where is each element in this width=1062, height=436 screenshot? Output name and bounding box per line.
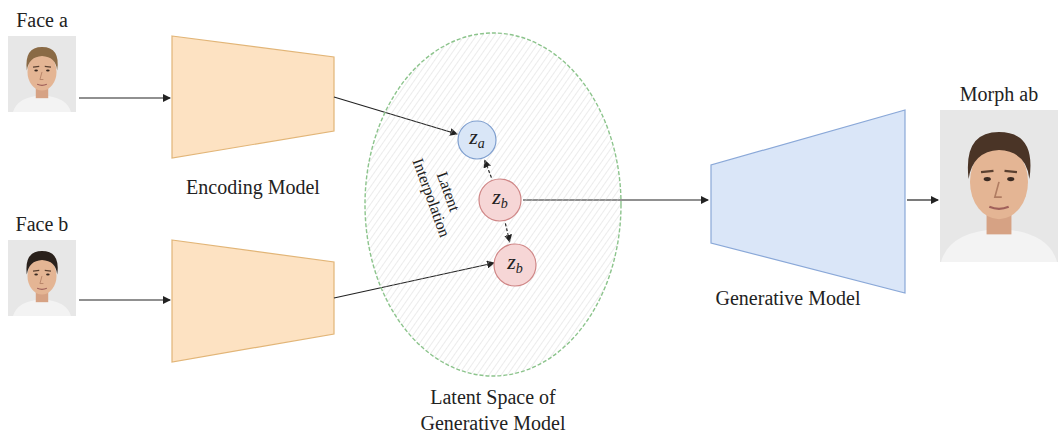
face-image: Face b: [8, 240, 76, 316]
generator-trapezoid: Generative Model: [710, 106, 906, 294]
latent-code-circle: zb: [493, 243, 537, 287]
image-heading: Face a: [16, 8, 68, 32]
face-image: Face a: [8, 36, 76, 112]
encoder-trapezoid: [172, 240, 334, 362]
morph-image: Morph ab: [940, 110, 1058, 262]
latent-space-ellipse: Latent Space of Generative Modelzazbzb: [363, 31, 623, 378]
flow-arrow: [907, 199, 938, 200]
image-heading: Morph ab: [960, 82, 1038, 106]
latent-code-circle: zb: [478, 178, 522, 222]
face-drawing: [940, 110, 1058, 262]
image-heading: Face b: [16, 212, 69, 236]
generator-shape: [710, 106, 906, 294]
face-drawing: [8, 36, 76, 112]
model-label: Encoding Model: [186, 176, 320, 199]
face-drawing: [8, 240, 76, 316]
latent-code-symbol: za: [457, 120, 497, 160]
input-arrow: [79, 299, 170, 300]
latent-code-circle: za: [457, 120, 497, 160]
encoder-trapezoid: [172, 36, 334, 158]
latent-code-symbol: zb: [478, 178, 522, 222]
model-label: Generative Model: [716, 286, 861, 310]
latent-code-symbol: zb: [493, 243, 537, 287]
region-caption: Latent Space of Generative Model: [363, 384, 623, 436]
input-arrow: [79, 97, 170, 98]
